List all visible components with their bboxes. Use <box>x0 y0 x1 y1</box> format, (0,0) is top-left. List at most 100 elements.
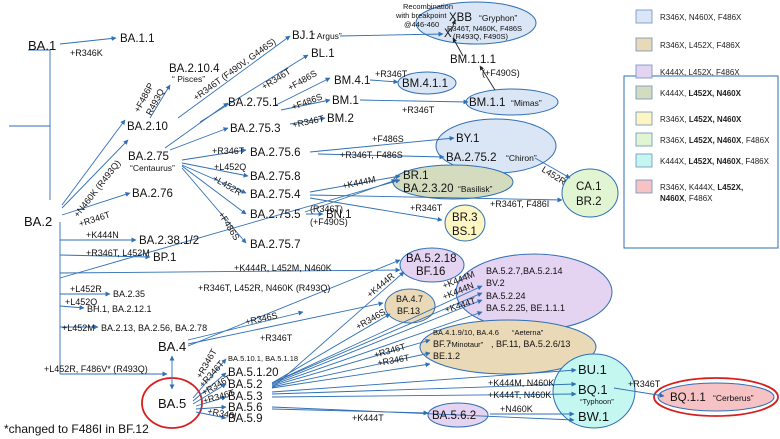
mut-f490s: (+F490S) <box>482 68 520 78</box>
node-ba5218: BA.5.2.18 <box>406 253 457 265</box>
mut-l452q-b: +L452Q <box>65 297 97 307</box>
node-ba41: BA.4.1.9/10, BA.4.6 <box>433 328 499 337</box>
node-ba1: BA.1 <box>28 38 56 53</box>
legend-label-3: K444X, L452X, F486X <box>660 68 740 77</box>
node-bf11: , BF.11, BA.5.2.6/13 <box>491 339 570 349</box>
node-bf13: BF.13 <box>397 306 420 316</box>
node-ba2751: BA.2.75.1 <box>228 97 279 109</box>
node-labels: BA.1 BA.1.1 BA.2 BA.2.10.4 “ Pisces” BA.… <box>24 2 754 425</box>
legend-label-8: R346X, K444X, L452X, <box>660 183 743 192</box>
node-br1: BR.1 <box>403 170 429 182</box>
mut-f490s-b: (+F490S) <box>310 217 348 227</box>
node-ba2381: BA.2.38.1/2 <box>139 235 199 247</box>
node-bm411: BM.4.1.1 <box>402 78 448 90</box>
node-bh1: BH.1, BA.2.12.1 <box>87 304 152 314</box>
node-ba47: BA.4.7 <box>396 294 423 304</box>
legend-label-7: K444X, L452X, N460X, F486X <box>660 157 770 166</box>
node-xbb: XBB <box>449 12 472 24</box>
node-ba235: BA.2.35 <box>113 289 145 299</box>
legend-swatch-7 <box>635 153 653 168</box>
node-argus: “ Argus” <box>312 31 342 41</box>
mut-f486s-b: +F486S <box>290 92 323 112</box>
legend-frame <box>623 75 779 249</box>
node-ba213: BA.2.13, BA.2.56, BA.2.78 <box>101 323 207 333</box>
node-ba11: BA.1.1 <box>120 33 155 45</box>
node-ba51: BA.5.10.1, BA.5.1.18 <box>228 354 298 363</box>
node-basilisk: “Basilisk” <box>458 184 493 194</box>
node-ba2754: BA.2.75.4 <box>250 189 301 201</box>
legend-label-4: K444X, L452X, N460X <box>660 89 742 98</box>
node-gryphon: “Gryphon” <box>479 13 517 23</box>
mut-f486s-by1: +F486S <box>372 134 404 144</box>
node-ca1: CA.1 <box>576 181 602 193</box>
mut-k444t-c: +K444T <box>352 413 384 423</box>
node-br2: BR.2 <box>576 196 602 208</box>
mut-r346t-bq11: +R346T <box>628 379 661 389</box>
node-br3: BR.3 <box>452 212 478 224</box>
node-ba56: BA.5.6 <box>228 402 263 414</box>
mut-k444m-n460k: +K444M, N460K <box>488 378 554 388</box>
node-xbb-muts1: R346T, N460K, F486S <box>447 24 522 33</box>
bq11-red-ring <box>653 377 779 417</box>
mut-l452r-a: +L452R <box>211 173 244 198</box>
br3-ellipse <box>444 204 486 242</box>
node-ba562: BA.5.6.2 <box>432 410 476 422</box>
mut-r346t-f486i: +R346T, F486I <box>490 199 549 209</box>
node-bl1: BL.1 <box>311 48 335 60</box>
ca1-ellipse <box>561 168 619 218</box>
node-minotaur: “Minotaur” <box>449 340 484 349</box>
mut-r346t-bm41: +R346T <box>375 69 408 79</box>
mut-f486s-c: +F486S <box>216 210 241 242</box>
node-ba2757: BA.2.75.7 <box>250 239 301 251</box>
recombination-note-1: Recombination <box>403 2 453 11</box>
node-bq11: BQ.1.1 <box>670 392 706 404</box>
tree-lines <box>9 19 665 423</box>
node-cerberus: “Cerberus” <box>713 393 754 403</box>
node-ba5120: BA.5.1.20 <box>228 367 279 379</box>
legend-swatch-5 <box>635 111 653 126</box>
mut-r346k: +R346K <box>70 48 103 58</box>
node-xbb-muts2: (R493Q, F490S) <box>453 32 509 41</box>
legend-label-2: R346X, L452X, F486X <box>660 41 741 50</box>
mut-r346s-b: +R346S <box>354 307 387 332</box>
mut-r346t-f486s: +R346T, F486S <box>340 150 403 160</box>
mut-r346t-bm1: +R346T <box>402 105 435 115</box>
node-ba2755: BA.2.75.5 <box>250 209 301 221</box>
node-x-mark: X <box>444 28 452 40</box>
mut-n460k: +N460K (R493Q) <box>72 158 123 219</box>
node-ba53: BA.5.3 <box>228 391 263 403</box>
node-ba210: BA.2.10 <box>127 121 168 133</box>
mut-r346t-br3: +R346T <box>410 203 443 213</box>
node-mimas: “Mimas” <box>511 98 542 108</box>
legend-swatch-1 <box>635 9 653 24</box>
node-bm11: BM.1.1 <box>469 97 505 109</box>
mut-l452q-a: +L452Q <box>214 162 246 172</box>
node-chiron: “Chiron” <box>506 153 537 163</box>
legend-swatch-4 <box>635 85 653 100</box>
node-ba5225: BA.5.2.25, BE.1.1.1 <box>486 303 565 313</box>
node-ba2756: BA.2.75.6 <box>250 147 301 159</box>
legend-swatch-8 <box>635 179 653 194</box>
node-bm41: BM.4.1 <box>334 75 370 87</box>
mut-r346t-ba4: +R346T <box>260 333 293 343</box>
node-bp1: BP.1 <box>153 252 176 264</box>
mut-k444t-n460k: +K444T, N460K <box>488 390 551 400</box>
node-bm1: BM.1 <box>332 95 359 107</box>
node-bf7: BF.7 <box>433 339 451 349</box>
mut-l452m: +L452M <box>62 323 95 333</box>
node-bs1: BS.1 <box>452 226 477 238</box>
mut-r346s: +R346S <box>244 310 278 327</box>
node-typhoon: “Typhoon” <box>580 397 614 406</box>
node-ba2758: BA.2.75.8 <box>250 171 301 183</box>
xbb-ellipse <box>415 1 537 45</box>
mut-r346t-l452r: +R346T, L452R, N460K (R493Q) <box>198 283 330 293</box>
footnote: *changed to F486I in BF.12 <box>4 422 149 436</box>
node-ba5224: BA.5.2.24 <box>486 291 526 301</box>
mut-r346t-2756: +R346T <box>212 146 245 156</box>
node-ba5: BA.5 <box>158 396 186 411</box>
node-ba59: BA.5.9 <box>228 413 263 425</box>
ba41-ellipse <box>419 319 597 375</box>
node-ba2104: BA.2.10.4 <box>169 63 220 75</box>
